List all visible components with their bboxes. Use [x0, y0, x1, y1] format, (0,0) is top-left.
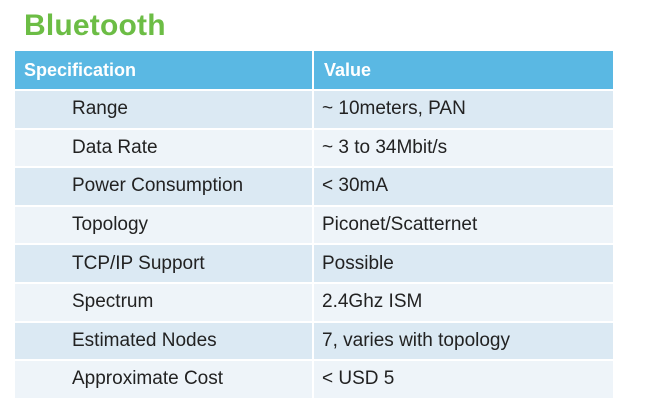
table-header-row: Specification Value [15, 51, 613, 90]
table-row: Range ~ 10meters, PAN [15, 89, 613, 129]
value-cell: 7, varies with topology [313, 320, 613, 361]
value-cell: ~ 10meters, PAN [313, 89, 613, 129]
spec-cell: Approximate Cost [15, 359, 314, 398]
table-row: Data Rate ~ 3 to 34Mbit/s [15, 127, 613, 168]
value-cell: Possible [313, 243, 613, 283]
spec-cell: Power Consumption [15, 166, 314, 206]
table-row: Spectrum 2.4Ghz ISM [15, 281, 613, 322]
value-cell: < USD 5 [313, 359, 613, 398]
table-row: TCP/IP Support Possible [15, 243, 613, 283]
column-header-value: Value [313, 51, 613, 90]
table-row: Approximate Cost < USD 5 [15, 359, 613, 398]
value-cell: 2.4Ghz ISM [313, 281, 613, 322]
column-header-specification: Specification [15, 51, 314, 90]
spec-cell: Spectrum [15, 281, 314, 322]
spec-cell: Range [15, 89, 314, 129]
spec-cell: TCP/IP Support [15, 243, 314, 283]
table-row: Topology Piconet/Scatternet [15, 204, 613, 245]
table-row: Power Consumption < 30mA [15, 166, 613, 206]
table-row: Estimated Nodes 7, varies with topology [15, 320, 613, 361]
spec-cell: Topology [15, 204, 314, 245]
value-cell: < 30mA [313, 166, 613, 206]
slide-title: Bluetooth [24, 9, 166, 42]
value-cell: ~ 3 to 34Mbit/s [313, 127, 613, 168]
spec-cell: Data Rate [15, 127, 314, 168]
spec-cell: Estimated Nodes [15, 320, 314, 361]
value-cell: Piconet/Scatternet [313, 204, 613, 245]
spec-table: Specification Value Range ~ 10meters, PA… [15, 51, 613, 398]
